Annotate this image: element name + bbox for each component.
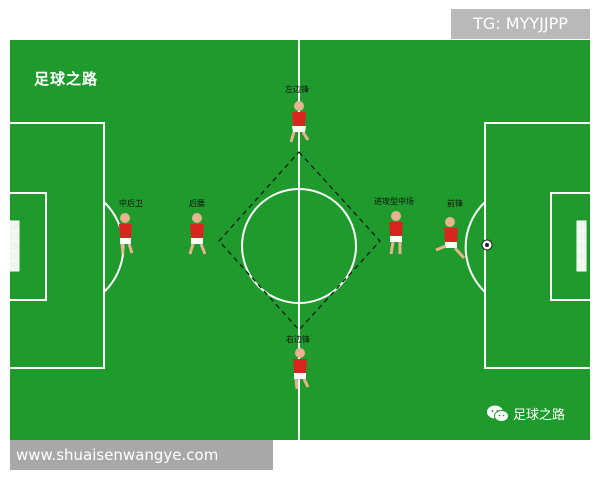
left-penalty-area [10,122,105,369]
watermark: 足球之路 [487,404,565,423]
left-goal [10,220,20,272]
football-ball [481,239,493,251]
diamond-formation-lines [218,151,381,331]
right-penalty-arc [464,201,486,293]
wechat-icon [487,405,509,422]
right-goal [576,220,587,272]
label-right-wing: 右边锋 [286,335,310,344]
player-attacking-mid [389,211,403,255]
label-defensive-mid: 后腰 [189,199,205,208]
watermark-text: 足球之路 [513,408,566,423]
label-attacking-mid: 进攻型中场 [374,197,414,206]
pitch-drawing [10,40,590,440]
football-pitch [10,40,590,440]
player-forward [435,217,466,260]
player-defensive-mid [188,213,207,255]
center-circle [241,188,357,304]
label-left-wing: 左边锋 [285,85,309,94]
telegram-badge: TG: MYYJJPP [451,9,590,39]
right-goal-area [550,192,590,301]
left-goal-area [10,192,47,301]
website-url: www.shuaisenwangye.com [10,440,273,470]
player-left-wing [289,101,310,143]
player-right-wing [293,348,310,390]
diagram-title: 足球之路 [34,70,99,88]
label-center-back: 中后卫 [119,199,143,208]
label-forward: 前锋 [447,199,463,208]
player-center-back [119,213,134,255]
